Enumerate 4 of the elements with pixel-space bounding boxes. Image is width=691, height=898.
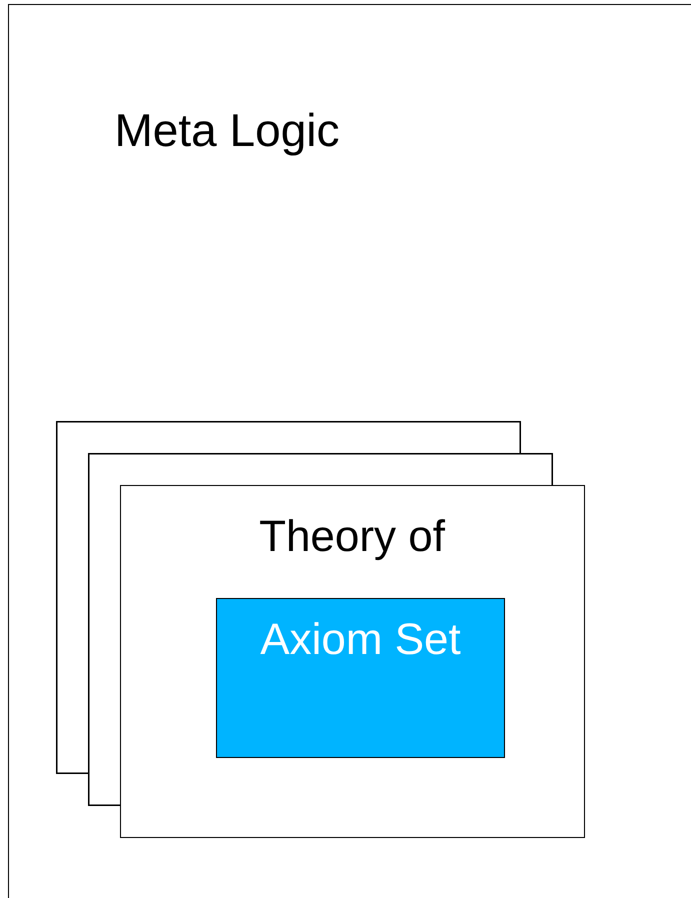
label-text: Theory of (258, 512, 446, 562)
axiom-set-box (216, 598, 505, 758)
label-text: Axiom Set (259, 615, 462, 665)
label-text: Meta Logic (113, 103, 340, 157)
